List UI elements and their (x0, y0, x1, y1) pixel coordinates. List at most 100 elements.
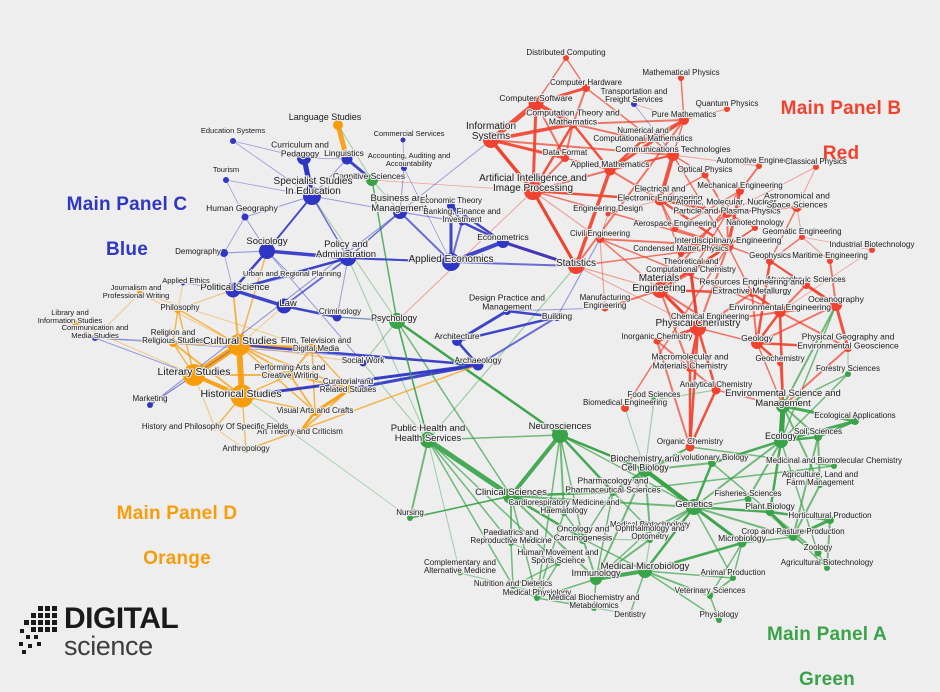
graph-node[interactable] (332, 312, 342, 322)
graph-node[interactable] (752, 225, 758, 231)
graph-node[interactable] (678, 75, 684, 81)
graph-node[interactable] (653, 337, 661, 345)
graph-node[interactable] (626, 610, 634, 618)
graph-node[interactable] (724, 106, 730, 112)
graph-node[interactable] (711, 385, 721, 395)
graph-node[interactable] (420, 432, 436, 448)
graph-node[interactable] (651, 397, 657, 403)
graph-node[interactable] (706, 318, 714, 326)
graph-node[interactable] (528, 95, 544, 111)
graph-node[interactable] (407, 515, 413, 521)
graph-node[interactable] (621, 404, 629, 412)
graph-node[interactable] (817, 482, 823, 488)
graph-node[interactable] (604, 164, 616, 176)
graph-node[interactable] (631, 101, 637, 107)
graph-node[interactable] (776, 399, 790, 413)
graph-node[interactable] (826, 516, 834, 524)
graph-node[interactable] (183, 364, 205, 386)
graph-node[interactable] (792, 202, 802, 212)
graph-node[interactable] (561, 510, 567, 516)
graph-node[interactable] (701, 171, 709, 179)
graph-node[interactable] (259, 243, 275, 259)
graph-node[interactable] (722, 240, 734, 252)
graph-node[interactable] (678, 251, 684, 257)
graph-node[interactable] (647, 527, 653, 533)
graph-node[interactable] (851, 417, 859, 425)
graph-node[interactable] (824, 565, 830, 571)
graph-node[interactable] (639, 136, 647, 144)
graph-node[interactable] (346, 385, 354, 393)
graph-node[interactable] (447, 202, 455, 210)
graph-node[interactable] (563, 55, 569, 61)
graph-node[interactable] (722, 208, 732, 218)
graph-node[interactable] (452, 336, 462, 346)
graph-node[interactable] (303, 187, 321, 205)
graph-node[interactable] (814, 433, 822, 441)
graph-node[interactable] (596, 235, 604, 243)
graph-node[interactable] (174, 305, 182, 313)
graph-node[interactable] (605, 211, 611, 217)
graph-node[interactable] (687, 269, 695, 277)
graph-node[interactable] (289, 273, 295, 279)
graph-node[interactable] (230, 384, 254, 408)
graph-node[interactable] (844, 344, 852, 352)
graph-node[interactable] (457, 570, 463, 576)
graph-node[interactable] (789, 533, 797, 541)
graph-node[interactable] (748, 289, 756, 297)
graph-node[interactable] (393, 205, 407, 219)
graph-node[interactable] (814, 549, 822, 557)
graph-node[interactable] (389, 313, 405, 329)
graph-node[interactable] (799, 234, 805, 240)
graph-node[interactable] (568, 258, 584, 274)
graph-node[interactable] (736, 187, 744, 195)
graph-node[interactable] (442, 253, 460, 271)
graph-node[interactable] (737, 538, 747, 548)
graph-node[interactable] (243, 447, 249, 453)
graph-node[interactable] (169, 339, 177, 347)
graph-node[interactable] (555, 560, 561, 566)
graph-node[interactable] (552, 427, 568, 443)
graph-node[interactable] (276, 298, 292, 314)
graph-node[interactable] (225, 282, 241, 298)
graph-node[interactable] (241, 213, 249, 221)
graph-node[interactable] (751, 337, 763, 349)
graph-node[interactable] (524, 182, 542, 200)
graph-node[interactable] (685, 442, 695, 452)
graph-node[interactable] (667, 149, 679, 161)
graph-node[interactable] (534, 595, 540, 601)
graph-node[interactable] (503, 488, 519, 504)
graph-node[interactable] (647, 537, 653, 543)
graph-node[interactable] (553, 313, 561, 321)
graph-node[interactable] (180, 280, 186, 286)
graph-node[interactable] (359, 359, 367, 367)
graph-node[interactable] (716, 617, 722, 623)
graph-node[interactable] (147, 402, 153, 408)
graph-node[interactable] (228, 334, 250, 356)
graph-node[interactable] (366, 174, 378, 186)
graph-node[interactable] (307, 343, 317, 353)
graph-node[interactable] (766, 257, 774, 265)
graph-node[interactable] (638, 564, 652, 578)
graph-node[interactable] (830, 299, 842, 311)
graph-node[interactable] (297, 429, 303, 435)
graph-node[interactable] (510, 583, 516, 589)
graph-node[interactable] (609, 488, 617, 496)
graph-node[interactable] (686, 499, 702, 515)
graph-node[interactable] (831, 463, 837, 469)
graph-node[interactable] (638, 463, 652, 477)
graph-node[interactable] (92, 335, 98, 341)
graph-node[interactable] (341, 153, 353, 165)
graph-node[interactable] (285, 370, 295, 380)
graph-node[interactable] (827, 258, 833, 264)
graph-node[interactable] (679, 115, 689, 125)
graph-node[interactable] (458, 218, 466, 226)
graph-node[interactable] (652, 282, 668, 298)
graph-node[interactable] (220, 249, 228, 257)
graph-node[interactable] (568, 119, 578, 129)
graph-node[interactable] (400, 137, 406, 143)
graph-node[interactable] (690, 320, 706, 336)
graph-node[interactable] (401, 165, 407, 171)
graph-node[interactable] (756, 163, 762, 169)
graph-node[interactable] (590, 573, 602, 585)
graph-node[interactable] (654, 194, 666, 206)
